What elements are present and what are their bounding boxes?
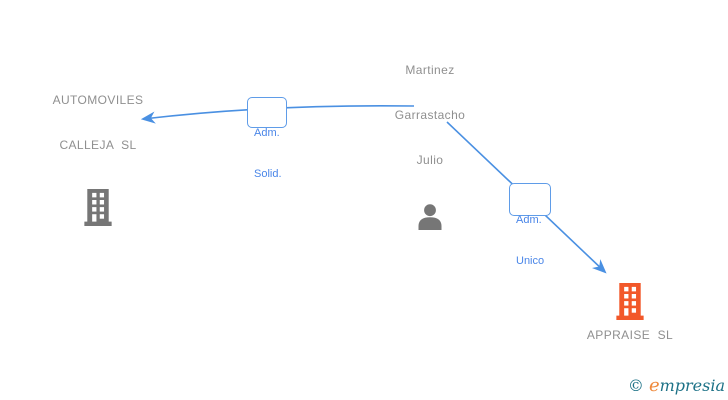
- edge-label-line1: Adm.: [516, 214, 542, 226]
- edge-label-line2: Unico: [516, 254, 545, 267]
- edge-label-adm-solid[interactable]: Adm. Solid.: [247, 97, 287, 180]
- building-icon: [84, 189, 112, 226]
- person-name-line1: Martinez: [405, 63, 455, 77]
- brand-initial: e: [648, 375, 660, 396]
- edge-label-adm-unico[interactable]: Adm. Unico: [509, 183, 551, 267]
- node-martinez-garrastacho[interactable]: Martinez Garrastacho Julio: [380, 33, 480, 230]
- company-name: AUTOMOVILES CALLEJA SL: [53, 63, 144, 183]
- company-name-line1: AUTOMOVILES: [52, 93, 144, 107]
- brand-rest: mpresia: [659, 376, 725, 395]
- person-name-line2: Garrastacho: [394, 108, 466, 122]
- building-icon: [616, 283, 644, 320]
- company-name-line2: CALLEJA SL: [59, 138, 137, 152]
- person-icon: [418, 204, 442, 230]
- edge-label-line2: Solid.: [254, 167, 282, 180]
- node-automoviles-calleja[interactable]: AUTOMOVILES CALLEJA SL: [28, 63, 168, 226]
- copyright-symbol: ©: [627, 376, 644, 395]
- empresia-watermark[interactable]: © empresia: [628, 375, 725, 396]
- company-name: APPRAISE SL: [586, 328, 674, 342]
- person-name-line3: Julio: [416, 153, 444, 167]
- edge-label-line1: Adm.: [254, 127, 280, 139]
- node-appraise[interactable]: APPRAISE SL: [570, 283, 690, 343]
- person-name: Martinez Garrastacho Julio: [395, 33, 465, 198]
